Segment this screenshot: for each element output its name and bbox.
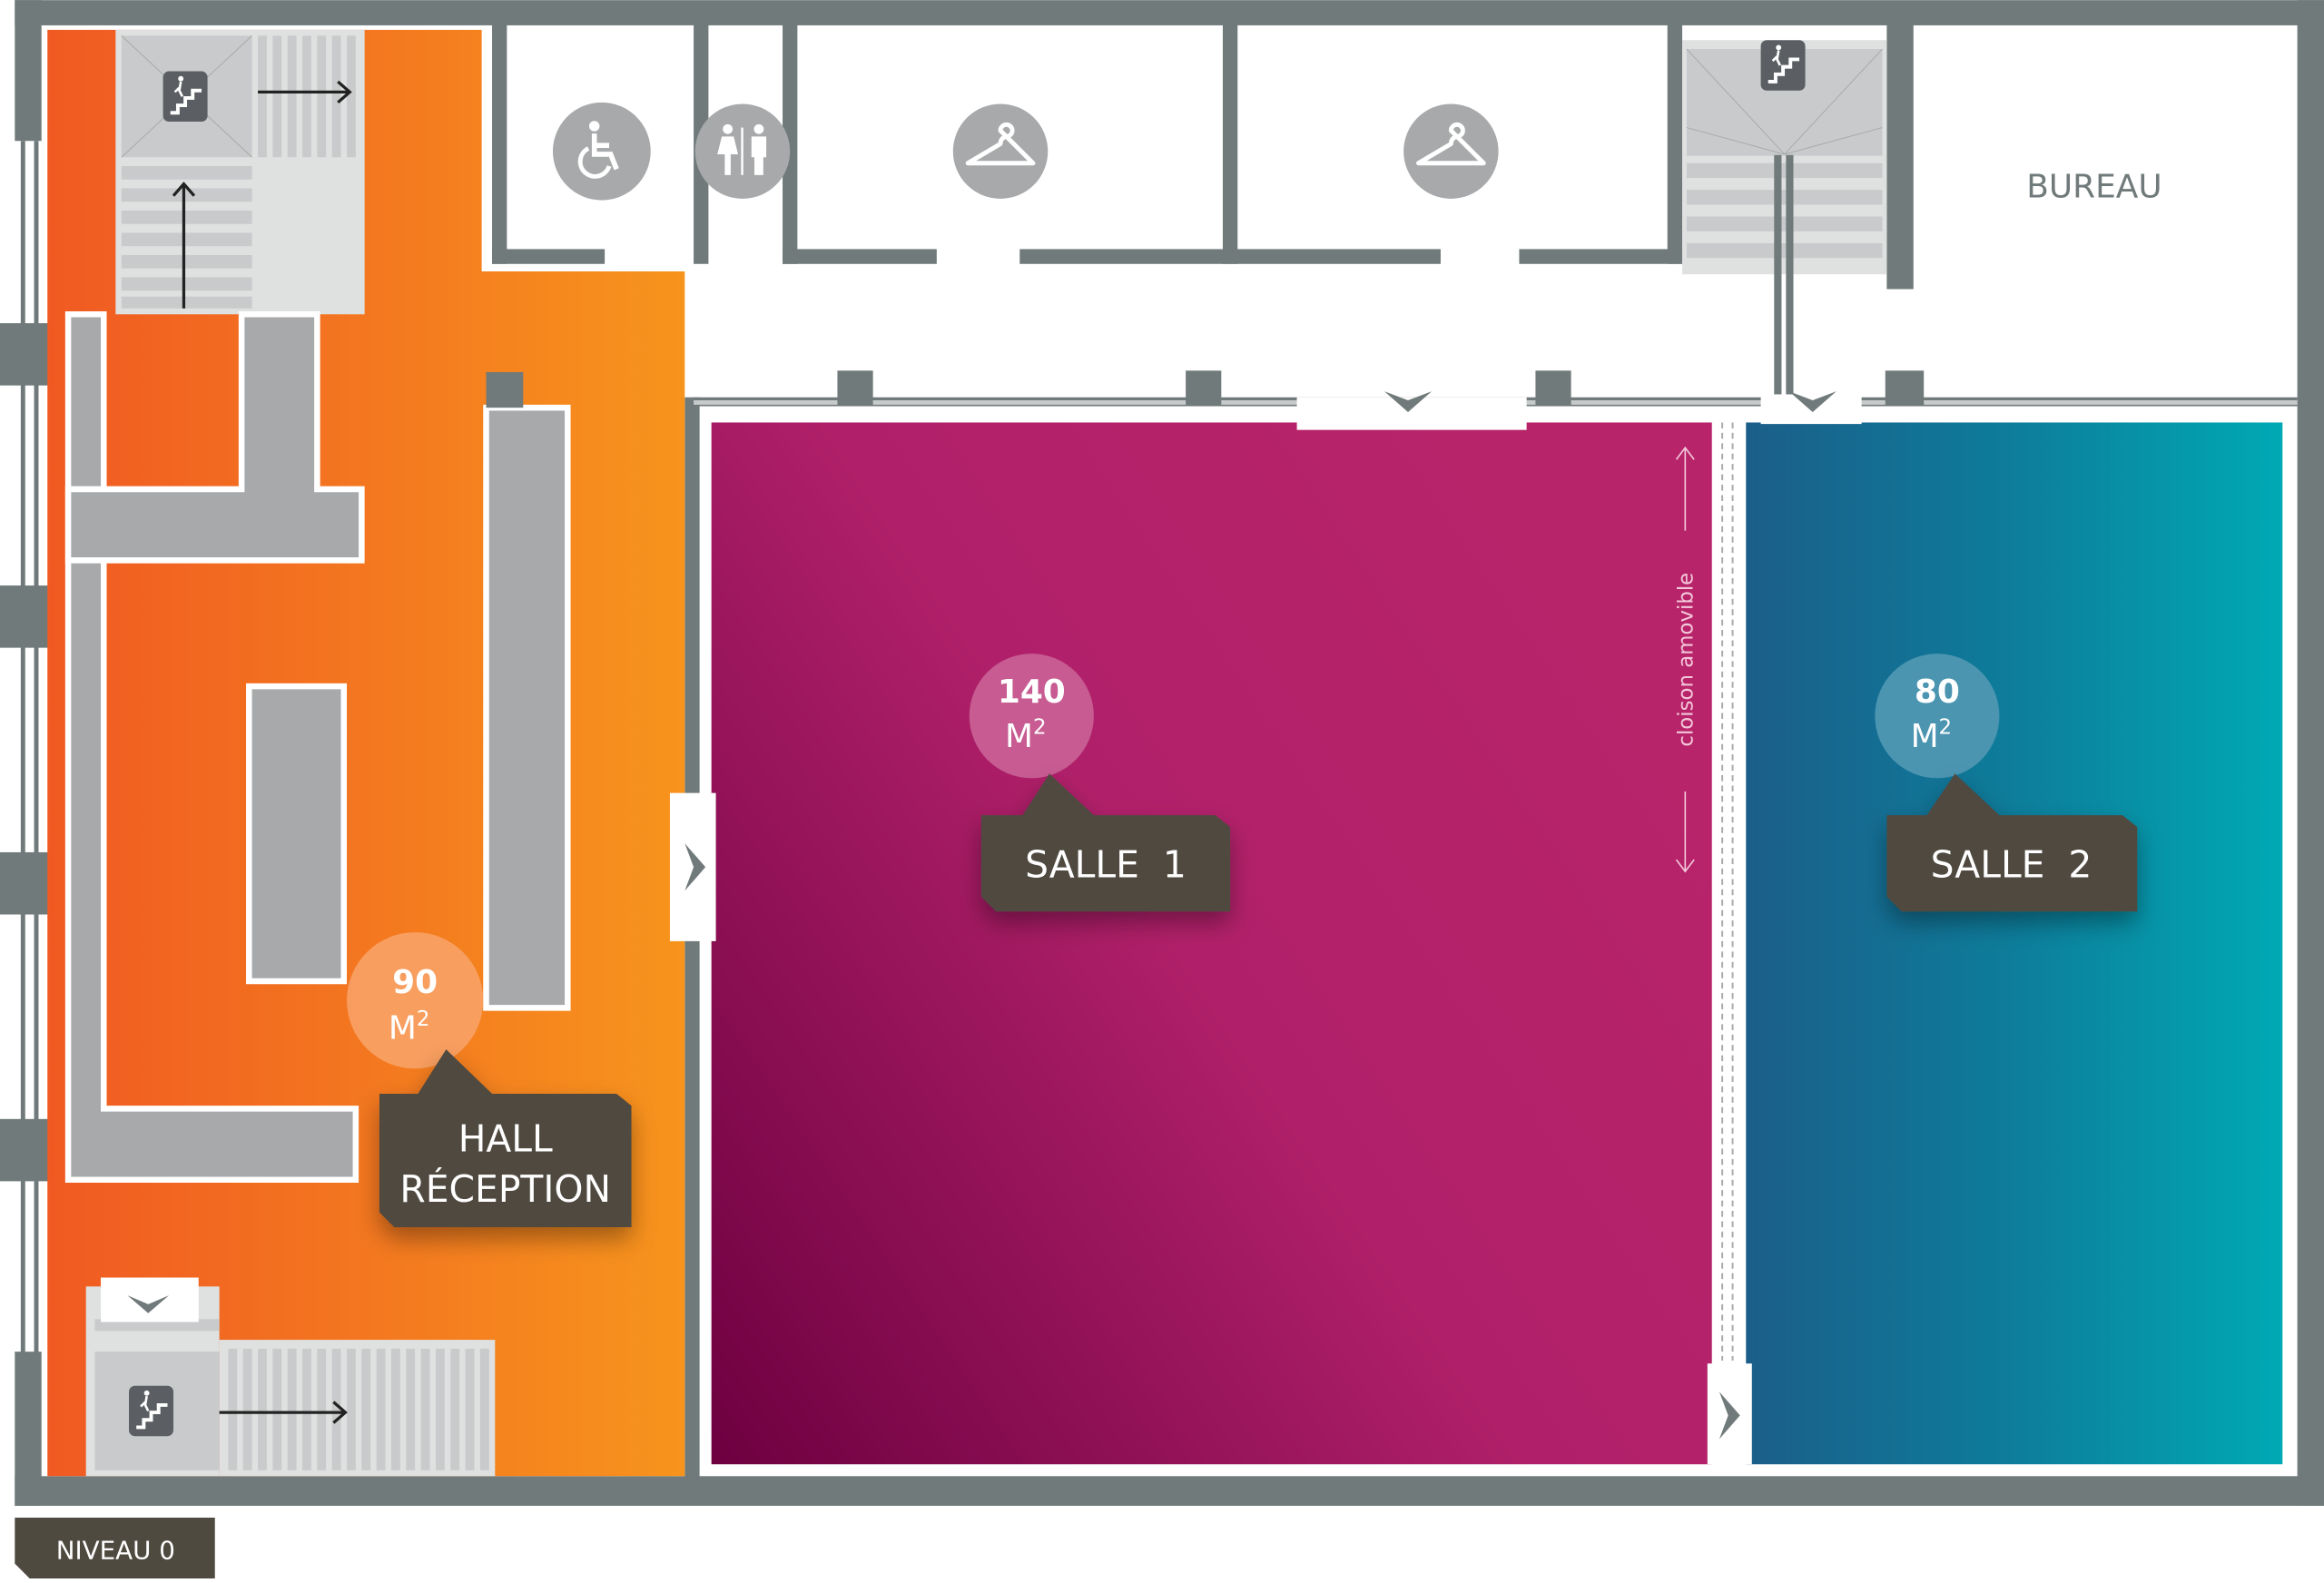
door-salle-1-top[interactable] bbox=[1296, 391, 1527, 430]
chevron-down-icon bbox=[1788, 391, 1837, 413]
svg-text:M2: M2 bbox=[1005, 715, 1047, 755]
movable-partition: cloison amovible bbox=[1674, 422, 1734, 1361]
level-indicator: NIVEAU 0 bbox=[15, 1518, 215, 1578]
label-salle-1: SALLE 1 bbox=[980, 773, 1231, 912]
office-label: BUREAU bbox=[2026, 168, 2162, 205]
area-badge-salle-1: 140 M2 bbox=[969, 654, 1094, 779]
coat-hanger-icon bbox=[1403, 103, 1498, 198]
chevron-right-icon bbox=[684, 843, 706, 891]
label-hall-reception: HALL RÉCEPTION bbox=[379, 1049, 632, 1227]
hall-partitions bbox=[64, 311, 571, 1184]
staircase-top-right bbox=[1682, 38, 1887, 430]
svg-text:90: 90 bbox=[392, 964, 438, 1001]
svg-text:HALL: HALL bbox=[458, 1117, 553, 1161]
chevron-down-icon bbox=[127, 1295, 170, 1313]
area-badge-hall: 90 M2 bbox=[347, 932, 484, 1069]
svg-text:80: 80 bbox=[1915, 674, 1960, 711]
corridor-pillars bbox=[837, 370, 1925, 407]
staircase-bottom-left bbox=[85, 1277, 496, 1477]
room-salle-2[interactable] bbox=[1746, 422, 2283, 1465]
arrow-up-icon bbox=[172, 182, 196, 309]
svg-text:M2: M2 bbox=[1911, 715, 1953, 755]
svg-text:SALLE 2: SALLE 2 bbox=[1931, 843, 2093, 887]
arrow-up-icon bbox=[1675, 446, 1695, 531]
stairs-icon bbox=[161, 69, 210, 124]
arrow-down-icon bbox=[1675, 792, 1695, 873]
svg-text:RÉCEPTION: RÉCEPTION bbox=[399, 1167, 611, 1211]
svg-text:M2: M2 bbox=[389, 1008, 430, 1047]
wheelchair-icon bbox=[552, 102, 651, 201]
top-rooms bbox=[492, 24, 1914, 290]
staircase-top-left bbox=[115, 29, 365, 315]
door-salle-2-left[interactable] bbox=[1707, 1363, 1752, 1465]
room-salle-1[interactable] bbox=[711, 422, 1712, 1465]
coat-hanger-icon bbox=[953, 103, 1048, 198]
chevron-down-icon bbox=[1384, 391, 1433, 413]
svg-text:SALLE 1: SALLE 1 bbox=[1025, 843, 1187, 887]
restroom-icon bbox=[694, 103, 791, 199]
arrow-right-icon bbox=[258, 80, 352, 104]
arrow-right-icon bbox=[219, 1401, 348, 1424]
chevron-right-icon bbox=[1718, 1391, 1740, 1440]
stairs-icon bbox=[127, 1383, 175, 1439]
svg-text:140: 140 bbox=[998, 674, 1066, 711]
door-salle-2-top[interactable] bbox=[1760, 391, 1862, 425]
door-salle-1-left[interactable] bbox=[669, 792, 716, 941]
partition-label: cloison amovible bbox=[1674, 573, 1698, 747]
svg-text:NIVEAU 0: NIVEAU 0 bbox=[56, 1536, 175, 1566]
area-badge-salle-2: 80 M2 bbox=[1875, 654, 2000, 779]
label-salle-2: SALLE 2 bbox=[1886, 773, 2138, 912]
